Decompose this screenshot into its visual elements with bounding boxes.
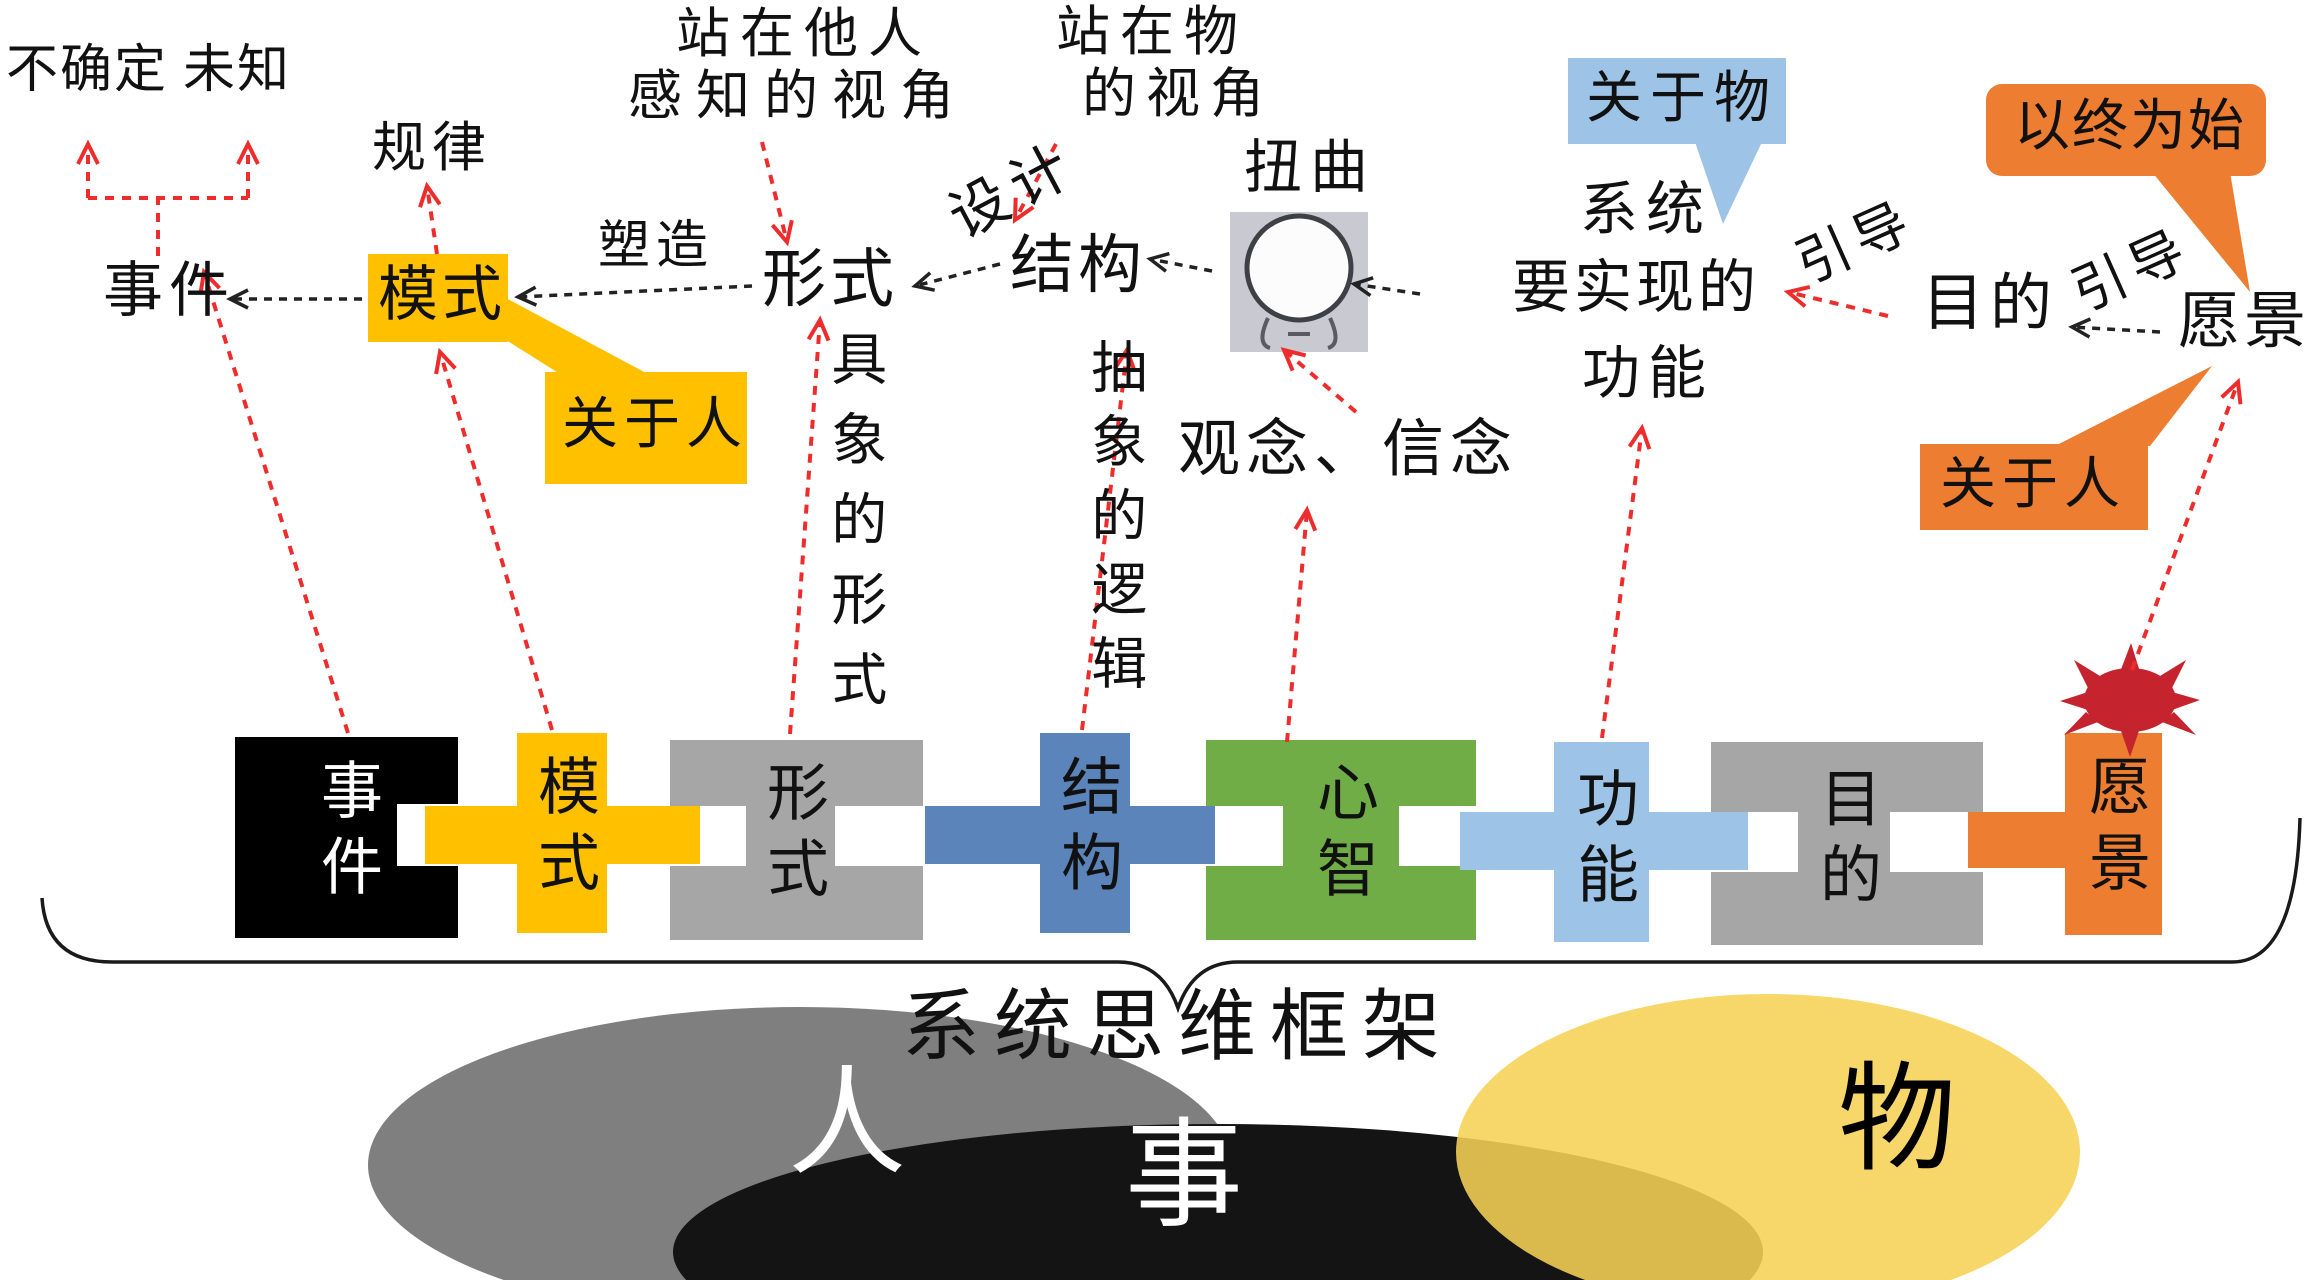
ellipse-label-matter: 事	[1125, 1111, 1244, 1242]
label-system-goal-line1: 系统	[1580, 177, 1713, 242]
label-form: 形式	[762, 244, 898, 315]
piece-label-event: 事件	[311, 758, 379, 910]
pattern-highlight-callout	[368, 254, 747, 484]
sun-icon	[2060, 643, 2200, 757]
label-ideas-beliefs: 观念、信念	[1178, 416, 1519, 484]
framework-caption: 系统思维框架	[902, 983, 1455, 1070]
piece-function	[1460, 742, 1748, 942]
red-dashed-arrows	[76, 139, 2243, 743]
label-shaping: 塑造	[598, 218, 715, 275]
label-law: 规律	[372, 118, 492, 178]
label-system-goal-line3: 功能	[1582, 341, 1715, 406]
label-end-as-beginning: 以终为始	[2014, 96, 2246, 158]
ellipse-label-thing: 物	[1838, 1055, 1957, 1186]
piece-pattern	[425, 733, 700, 933]
label-concrete-form: 具象的形式	[822, 330, 885, 730]
piece-label-mind: 心智	[1307, 760, 1375, 912]
label-others-perspective-line2: 感知的视角	[628, 66, 968, 126]
label-distort: 扭曲	[1244, 135, 1377, 200]
piece-label-form: 形式	[757, 760, 825, 912]
label-purpose: 目的	[1922, 270, 2059, 338]
piece-label-pattern: 模式	[528, 754, 596, 906]
label-system-goal-line2: 要实现的	[1512, 255, 1761, 320]
label-about-people-orange: 关于人	[1940, 454, 2126, 516]
label-about-people-yellow: 关于人	[562, 394, 748, 456]
label-abstract-logic: 抽象的逻辑	[1082, 338, 1145, 708]
label-thing-perspective-line2: 的视角	[1082, 64, 1274, 124]
label-structure: 结构	[1010, 230, 1146, 301]
label-thing-perspective-line1: 站在物	[1056, 2, 1248, 62]
piece-structure	[925, 733, 1215, 933]
label-uncertain-unknown: 不确定 未知	[6, 42, 292, 99]
ellipse-label-person: 人	[788, 1059, 907, 1190]
label-pattern-highlight: 模式	[378, 262, 506, 328]
label-event: 事件	[103, 258, 235, 324]
piece-label-structure: 结构	[1051, 754, 1119, 906]
piece-mind	[1206, 740, 1476, 940]
piece-form	[670, 740, 923, 940]
label-others-perspective-line1: 站在他人	[676, 4, 932, 64]
mirror-image	[1230, 212, 1368, 352]
framework-brace	[40, 817, 2302, 1014]
black-dashed-arrows	[226, 251, 2161, 339]
end-as-beginning-callout	[1920, 84, 2266, 530]
piece-vision	[1968, 733, 2162, 935]
piece-label-vision: 愿景	[2079, 754, 2147, 906]
label-about-things: 关于物	[1586, 68, 1778, 130]
label-vision: 愿景	[2178, 288, 2308, 356]
thing-ellipse	[1456, 994, 2080, 1280]
piece-event	[235, 737, 458, 938]
about-things-callout	[1568, 58, 1786, 224]
piece-label-function: 功能	[1567, 766, 1635, 918]
piece-label-purpose: 目的	[1810, 766, 1878, 918]
piece-purpose	[1711, 742, 1983, 945]
